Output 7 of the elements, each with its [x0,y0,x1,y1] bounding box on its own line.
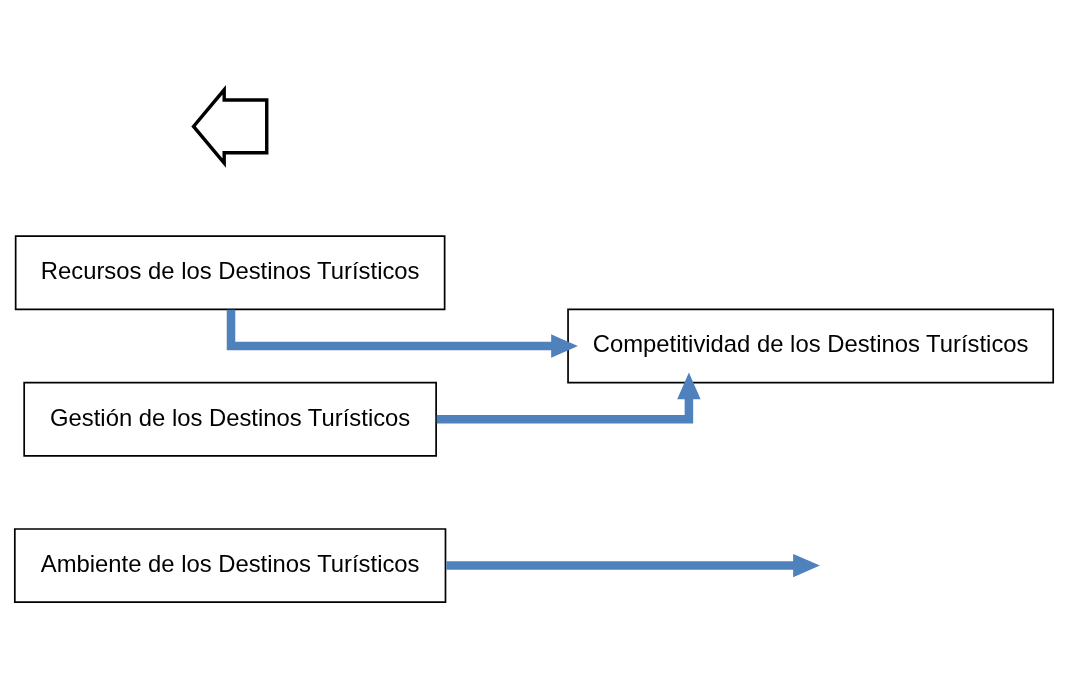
node-box: Recursos de los Destinos Turísticos [14,234,446,310]
node-box: Gestión de los Destinos Turísticos [23,381,437,457]
node-box: Competitividad de los Destinos Turísticos [567,308,1055,383]
node-chevron [191,84,269,168]
node-box: Ambiente de los Destinos Turísticos [13,527,447,603]
arrow [436,371,701,423]
arrow [446,553,820,577]
